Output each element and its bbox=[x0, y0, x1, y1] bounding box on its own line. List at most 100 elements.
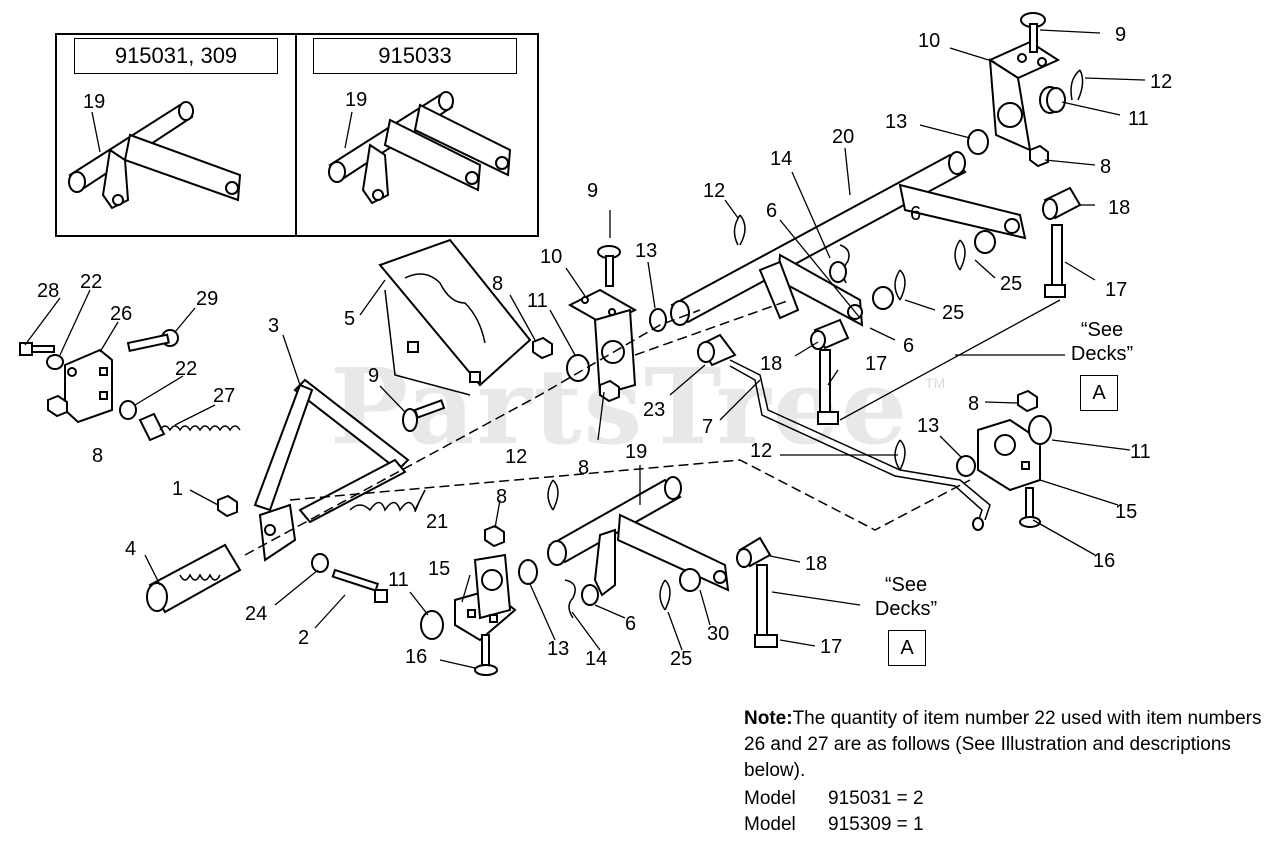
see-decks-line2: Decks” bbox=[1070, 343, 1134, 365]
label-item-12: 12 bbox=[505, 446, 527, 468]
label-item-19: 19 bbox=[625, 441, 647, 463]
label-item-3: 3 bbox=[268, 315, 279, 337]
label-item-1: 1 bbox=[172, 478, 183, 500]
label-item-8: 8 bbox=[1100, 156, 1111, 178]
ferrule-23 bbox=[697, 333, 737, 367]
label-item-11: 11 bbox=[527, 290, 548, 312]
label-item-8: 8 bbox=[496, 486, 507, 508]
label-item-15: 15 bbox=[428, 558, 450, 580]
label-item-22: 22 bbox=[175, 358, 197, 380]
label-item-15: 15 bbox=[1115, 501, 1137, 523]
label-item-9: 9 bbox=[587, 180, 598, 202]
label-item-20: 20 bbox=[832, 126, 854, 148]
label-inset-19-right: 19 bbox=[345, 89, 367, 111]
bushing-11-mid bbox=[566, 354, 590, 382]
washer-6-lower bbox=[872, 286, 894, 310]
model-row-label: Model bbox=[744, 788, 796, 809]
model-row-value: 915309 = 1 bbox=[828, 814, 924, 835]
nut-8-left bbox=[47, 394, 68, 418]
label-item-25: 25 bbox=[942, 302, 964, 324]
label-item-28: 28 bbox=[37, 280, 59, 302]
label-item-18: 18 bbox=[760, 353, 782, 375]
lift-rod-17-mid bbox=[817, 349, 839, 425]
note-heading: Note: bbox=[744, 708, 793, 729]
lift-rod-17-lower bbox=[754, 564, 778, 648]
label-inset-19-left: 19 bbox=[83, 91, 105, 113]
label-item-12: 12 bbox=[750, 440, 772, 462]
label-item-23: 23 bbox=[643, 399, 665, 421]
label-item-8: 8 bbox=[492, 273, 503, 295]
label-item-27: 27 bbox=[213, 385, 235, 407]
label-item-14: 14 bbox=[585, 648, 607, 670]
inset-model-tag-right: 915033 bbox=[313, 38, 517, 74]
label-item-9: 9 bbox=[368, 365, 379, 387]
label-item-10: 10 bbox=[918, 30, 940, 52]
hairpin-25-mid bbox=[894, 269, 906, 301]
label-item-18: 18 bbox=[1108, 197, 1130, 219]
hairpin-25-right bbox=[954, 239, 966, 271]
label-item-6: 6 bbox=[625, 613, 636, 635]
washer-24 bbox=[311, 553, 329, 573]
see-decks-callout-upper: “See Decks” bbox=[1062, 318, 1142, 366]
label-item-11: 11 bbox=[388, 569, 409, 591]
lift-rod-17-top bbox=[1044, 224, 1066, 298]
washer-6-bottom bbox=[581, 584, 599, 606]
bolt-29 bbox=[126, 329, 179, 353]
hairpin-12-top bbox=[1070, 69, 1084, 101]
bracket-26 bbox=[64, 348, 113, 424]
ferrule-18-mid bbox=[810, 318, 850, 350]
hairpin-12-mid bbox=[733, 214, 746, 246]
ferrule-18-top bbox=[1042, 186, 1082, 220]
see-decks-line2: Decks” bbox=[874, 598, 938, 620]
label-item-26: 26 bbox=[110, 303, 132, 325]
washer-6-right bbox=[974, 230, 996, 254]
washer-13-lower bbox=[518, 559, 538, 585]
see-decks-line1: “See bbox=[1080, 319, 1124, 341]
label-item-17: 17 bbox=[865, 353, 887, 375]
bracket-15-left bbox=[454, 553, 517, 642]
shaft-19-lower bbox=[547, 476, 730, 597]
nut-8-mid-lower bbox=[599, 379, 620, 403]
label-item-8: 8 bbox=[92, 445, 103, 467]
label-item-21: 21 bbox=[426, 511, 448, 533]
label-item-9: 9 bbox=[1115, 24, 1126, 46]
nut-8-lower bbox=[484, 524, 505, 548]
label-item-16: 16 bbox=[405, 646, 427, 668]
label-item-5: 5 bbox=[344, 308, 355, 330]
centerline-lower bbox=[289, 459, 971, 531]
bolt-2 bbox=[331, 568, 388, 603]
deck-reference-box-a-lower: A bbox=[888, 630, 926, 666]
label-item-25: 25 bbox=[670, 648, 692, 670]
label-item-10: 10 bbox=[540, 246, 562, 268]
ferrule-18-lower bbox=[736, 536, 772, 568]
label-item-24: 24 bbox=[245, 603, 267, 625]
label-item-22: 22 bbox=[80, 271, 102, 293]
quantity-note: Note:The quantity of item number 22 used… bbox=[744, 706, 1264, 784]
hairpin-12-lower bbox=[547, 479, 559, 511]
inset-model-tag-left: 915031, 309 bbox=[74, 38, 278, 74]
lever-3 bbox=[253, 378, 410, 562]
label-item-13: 13 bbox=[917, 415, 939, 437]
bracket-15-right bbox=[977, 418, 1041, 492]
spring-27 bbox=[138, 412, 241, 442]
label-item-2: 2 bbox=[298, 627, 309, 649]
label-item-8: 8 bbox=[578, 457, 589, 479]
label-item-16: 16 bbox=[1093, 550, 1115, 572]
hairpin-14-lower bbox=[564, 579, 576, 619]
label-item-12: 12 bbox=[703, 180, 725, 202]
label-item-30: 30 bbox=[707, 623, 729, 645]
carriage-bolt-9-top bbox=[1020, 12, 1046, 53]
bushing-11-top bbox=[1039, 86, 1066, 114]
carriage-bolt-9-mid bbox=[597, 245, 621, 287]
label-item-7: 7 bbox=[702, 416, 713, 438]
washer-22-lower bbox=[119, 400, 137, 420]
label-item-11: 11 bbox=[1130, 441, 1151, 463]
model-row-label: Model bbox=[744, 814, 796, 835]
inset-shaft-left bbox=[68, 101, 242, 210]
washer-13-mid bbox=[649, 308, 667, 332]
cross-shaft-20 bbox=[670, 151, 1027, 327]
nut-8-right bbox=[1017, 389, 1038, 413]
